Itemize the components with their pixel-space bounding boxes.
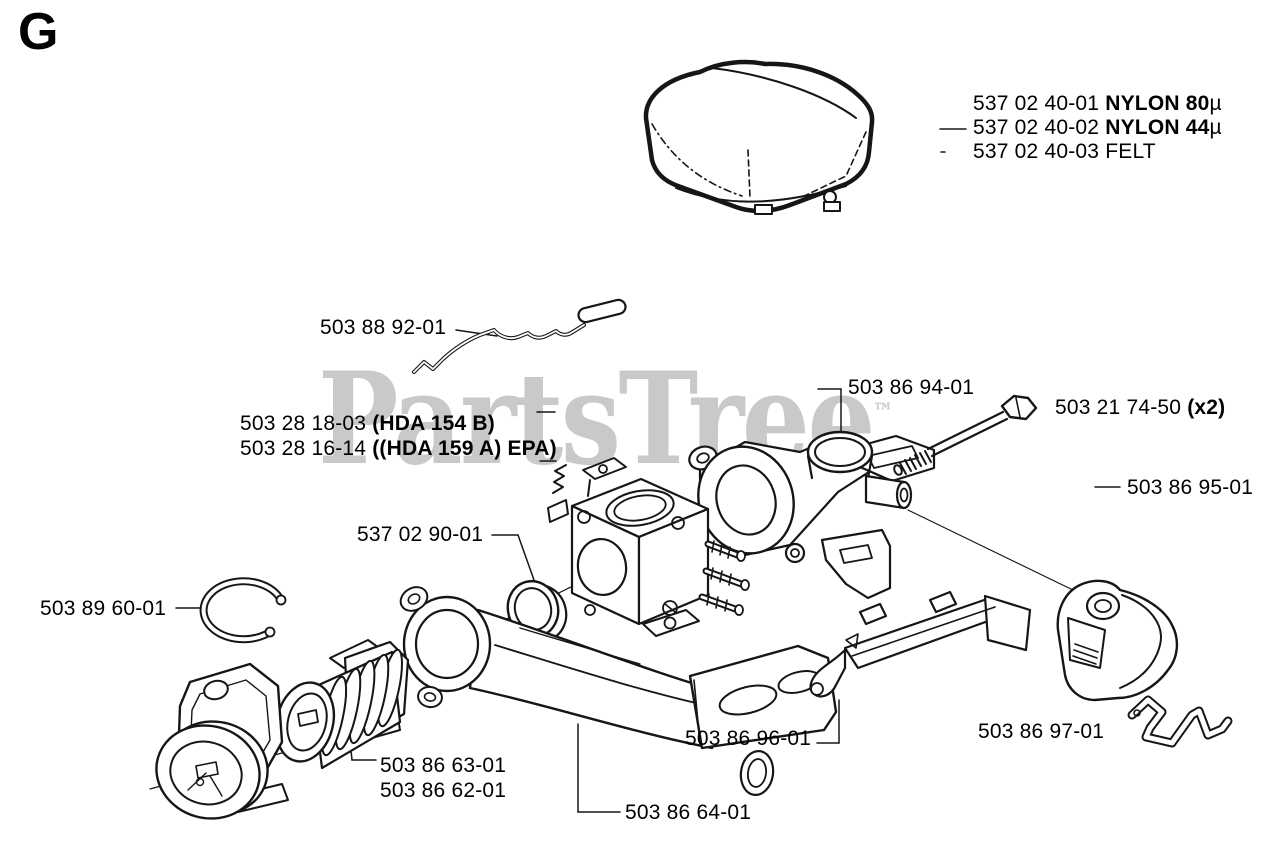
part-label: 503 86 96-01 [685,727,812,750]
throttle-wire-drawing [412,298,627,374]
air-duct-drawing [399,586,838,796]
part-label: 503 86 97-01 [978,720,1105,743]
section-letter: G [18,3,59,61]
flange-drawing [155,662,289,820]
intake-manifold-drawing [688,430,936,600]
part-label: 503 88 92-01 [320,316,447,339]
support-bracket-drawing [809,590,1032,698]
retaining-clip-drawing [199,577,287,644]
part-label: 537 02 40-02 NYLON 44µ [973,116,1222,139]
part-label: 503 86 95-01 [1127,476,1254,499]
trademark-symbol: ™ [872,397,894,426]
part-label: 537 02 40-03 FELT [973,140,1156,163]
part-label: 537 02 40-01 NYLON 80µ [973,92,1222,115]
part-label: 503 21 74-50 (x2) [1055,396,1226,419]
part-label: 503 86 64-01 [625,801,752,824]
spring-clip-drawing [1127,695,1233,748]
throttle-trigger-drawing [1056,579,1179,702]
intake-boot-drawing [274,639,410,770]
part-label: 503 28 18-03 (HDA 154 B) [240,412,495,435]
part-label: 503 86 94-01 [848,376,975,399]
part-label: 503 86 63-01 [380,754,507,777]
bolt-drawing [893,394,1038,476]
part-label: 503 89 60-01 [40,597,167,620]
seal-ring-drawing [506,579,568,642]
part-label: 537 02 90-01 [357,523,484,546]
part-label: 503 28 16-14 ((HDA 159 A) EPA) [240,437,557,460]
air-filter-drawing [643,59,875,215]
part-label: 503 86 62-01 [380,779,507,802]
adjustment-screws [698,540,750,616]
carburetor-drawing [547,457,750,637]
